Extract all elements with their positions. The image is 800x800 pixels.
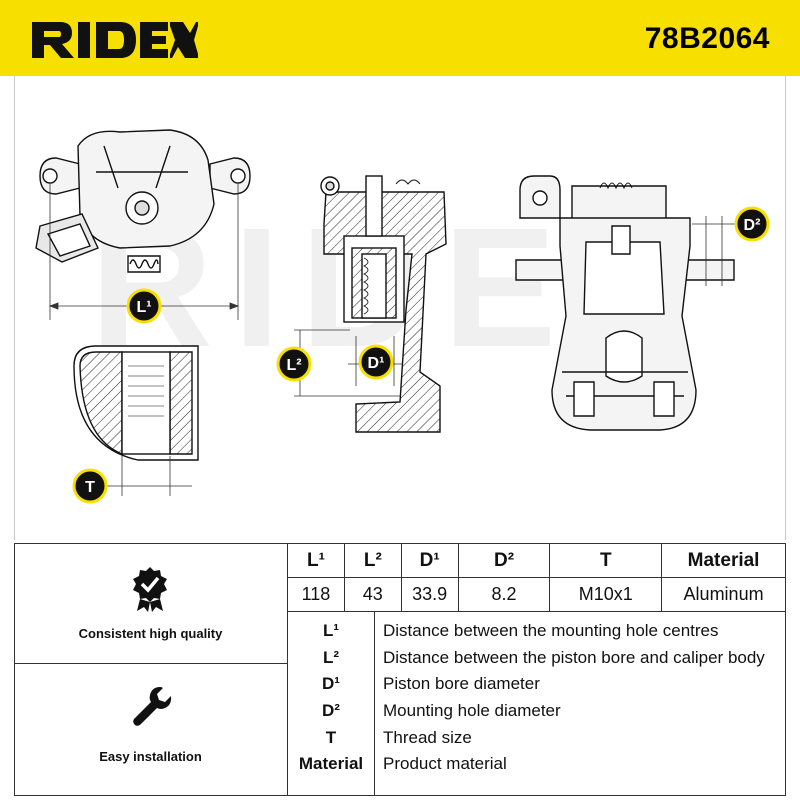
specs-value: 118 — [287, 577, 345, 612]
label-badge-d2: D² — [734, 206, 770, 242]
feature-installation: Easy installation — [14, 664, 287, 795]
specs-value: Aluminum — [661, 577, 786, 612]
specs-value: 33.9 — [400, 577, 459, 612]
legend-key: L² — [322, 648, 340, 667]
feature-label-quality: Consistent high quality — [78, 626, 223, 641]
specs-header: Material — [661, 543, 786, 578]
specs-header-row: L¹ L² D¹ D² T Material — [287, 543, 786, 578]
specs-header: D² — [457, 543, 551, 578]
legend-row: D² Mounting hole diameter — [288, 698, 787, 724]
frame-right — [785, 543, 786, 795]
legend-desc: Piston bore diameter — [383, 674, 540, 693]
label-badge-t: T — [72, 468, 108, 504]
header-bar: 78B2064 — [0, 0, 800, 76]
specs-value: M10x1 — [549, 577, 663, 612]
specs-header: T — [549, 543, 663, 578]
t-dimension — [104, 456, 192, 496]
frame-left — [14, 543, 15, 795]
specs-header: D¹ — [400, 543, 459, 578]
feature-label-installation: Easy installation — [99, 749, 202, 764]
legend-desc: Distance between the piston bore and cal… — [383, 648, 765, 667]
label-d2: D² — [744, 217, 761, 234]
quality-badge-icon — [133, 567, 167, 612]
diagram-frame — [14, 76, 786, 540]
legend-row: L² Distance between the piston bore and … — [288, 645, 787, 671]
legend-panel: L¹ Distance between the mounting hole ce… — [287, 611, 786, 795]
hole-section-view — [73, 345, 199, 461]
label-t: T — [85, 479, 95, 496]
label-l2: L² — [286, 357, 301, 374]
specs-value: 8.2 — [457, 577, 551, 612]
legend-desc: Thread size — [383, 728, 472, 747]
legend-row: D¹ Piston bore diameter — [288, 671, 787, 697]
legend-desc: Mounting hole diameter — [383, 701, 561, 720]
specs-table: L¹ L² D¹ D² T Material 118 43 33.9 8.2 M… — [287, 543, 786, 612]
legend-row: L¹ Distance between the mounting hole ce… — [288, 618, 787, 644]
label-badge-d1: D¹ — [358, 344, 394, 380]
wrench-icon — [133, 687, 172, 726]
legend-key: D² — [322, 701, 340, 720]
label-badge-l2: L² — [276, 346, 312, 382]
label-d1: D¹ — [368, 355, 385, 372]
legend-row: T Thread size — [288, 725, 787, 751]
feature-quality: Consistent high quality — [14, 543, 287, 663]
specs-header: L¹ — [287, 543, 345, 578]
label-l1: L¹ — [136, 299, 151, 316]
part-number: 78B2064 — [644, 22, 770, 55]
legend-key: T — [325, 728, 337, 747]
frame-bottom — [14, 795, 786, 796]
caliper-front-view — [515, 175, 735, 431]
caliper-side-view — [35, 129, 251, 273]
feature-divider — [14, 663, 287, 664]
specs-header: L² — [343, 543, 402, 578]
feature-panel: Consistent high quality Easy installatio… — [14, 543, 287, 795]
caliper-cross-section — [320, 175, 447, 433]
legend-desc: Product material — [383, 754, 507, 773]
legend-key: D¹ — [322, 674, 340, 693]
legend-key: Material — [298, 754, 364, 773]
legend-desc: Distance between the mounting hole centr… — [383, 621, 719, 640]
ridex-logo — [32, 22, 198, 58]
legend-divider — [374, 611, 375, 795]
legend-key: L¹ — [322, 621, 340, 640]
d2-dimension — [692, 216, 736, 286]
legend-row: Material Product material — [288, 751, 787, 777]
technical-drawing: RIDEX — [35, 129, 770, 504]
specs-value: 43 — [343, 577, 402, 612]
label-badge-l1: L¹ — [126, 288, 162, 324]
specs-value-row: 118 43 33.9 8.2 M10x1 Aluminum — [287, 577, 786, 612]
